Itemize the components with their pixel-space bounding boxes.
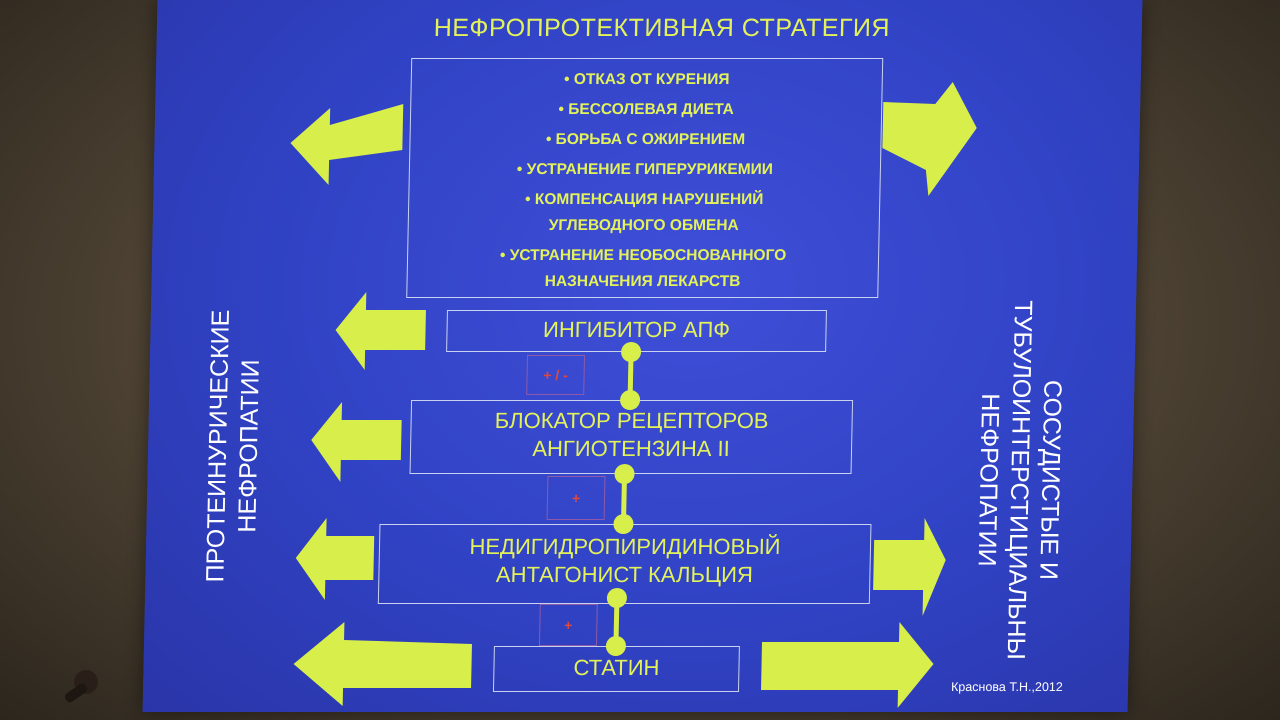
connector-dot	[613, 514, 634, 534]
microphone-icon	[64, 670, 98, 703]
connector-dot	[621, 342, 642, 362]
arrow-left	[295, 518, 375, 600]
arrow-left	[311, 402, 402, 482]
arrow-left	[293, 622, 472, 706]
vascular-tubulointerstitial-nephropathies-label: СОСУДИСТЫЕ И ТУБУЛОИНТЕРСТИЦИАЛЬНЫ НЕФРО…	[972, 300, 1067, 660]
presentation-slide: НЕФРОПРОТЕКТИВНАЯ СТРАТЕГИЯ ОТКАЗ ОТ КУР…	[142, 0, 1143, 712]
connector-dot	[620, 390, 641, 410]
connector-dot	[614, 464, 635, 484]
connector-dot	[606, 588, 627, 608]
arrow-right	[761, 622, 934, 708]
arrow-left	[335, 292, 426, 370]
arrow-right	[873, 518, 946, 616]
arrows-and-connectors	[290, 82, 977, 708]
arrow-left	[290, 104, 404, 185]
author-credit: Краснова Т.Н.,2012	[950, 680, 1063, 694]
arrow-right	[882, 82, 977, 196]
connector-dot	[605, 636, 626, 656]
proteinuric-nephropathies-label: ПРОТЕИНУРИЧЕСКИЕ НЕФРОПАТИИ	[201, 309, 265, 583]
